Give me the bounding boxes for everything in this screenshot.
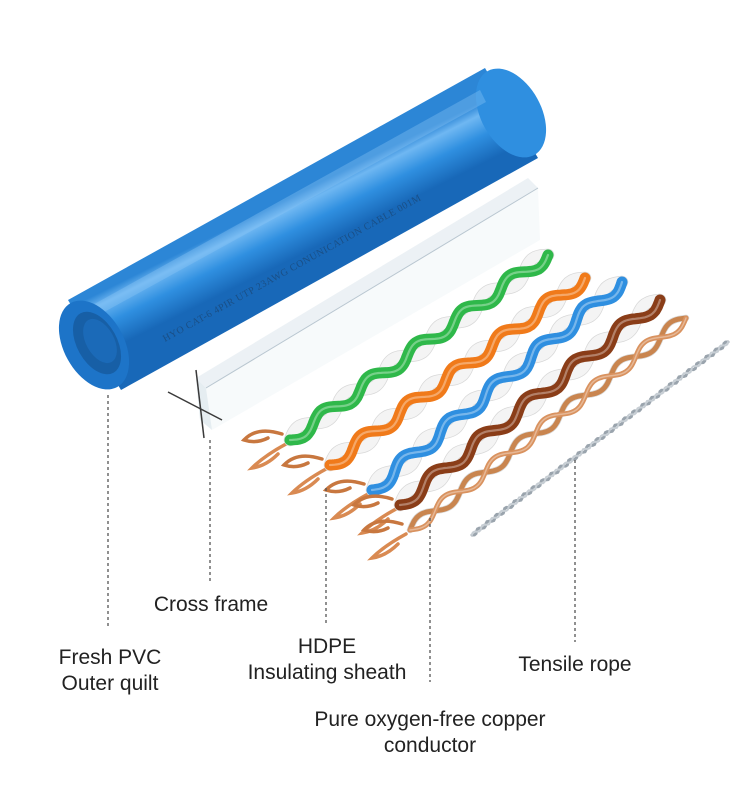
tensile-rope (470, 340, 730, 537)
pvc-outer-sheath (58, 68, 547, 390)
label-hdpe-insulating-sheath: HDPE Insulating sheath (247, 635, 407, 684)
leader-lines (107, 395, 576, 682)
green-white-pair (240, 248, 555, 471)
copper-tip (367, 532, 408, 561)
copper-tip (350, 494, 394, 509)
strand-white (407, 315, 689, 533)
brown-white-pair (350, 293, 667, 536)
strand-colored (407, 315, 689, 533)
copper-tip (357, 507, 398, 536)
copper-tip (360, 519, 404, 534)
rope-strand (471, 341, 729, 536)
strand-highlight (288, 253, 550, 442)
label-tensile-rope: Tensile rope (518, 653, 632, 676)
strand-highlight (328, 276, 587, 467)
twisted-pairs (240, 248, 690, 561)
orange-white-pair (280, 271, 592, 496)
strand-colored (324, 272, 591, 471)
label-fresh-pvc-outer-quilt: Fresh PVC Outer quilt (58, 646, 162, 695)
strand-colored (394, 294, 666, 511)
strand-colored (284, 249, 554, 446)
strand-highlight (398, 298, 662, 507)
copper-tip (287, 467, 328, 496)
strand-highlight (370, 280, 624, 492)
copper-tip (280, 454, 324, 469)
copper-tip (240, 429, 284, 444)
label-copper-conductor: Pure oxygen-free copper conductor (314, 708, 546, 757)
strand-colored (366, 276, 628, 496)
copper-pair (360, 314, 690, 561)
strand-highlight (409, 317, 687, 531)
copper-tip (322, 479, 366, 494)
copper-tip (247, 442, 288, 471)
cross-frame (167, 178, 540, 439)
label-cross-frame: Cross frame (153, 593, 269, 616)
